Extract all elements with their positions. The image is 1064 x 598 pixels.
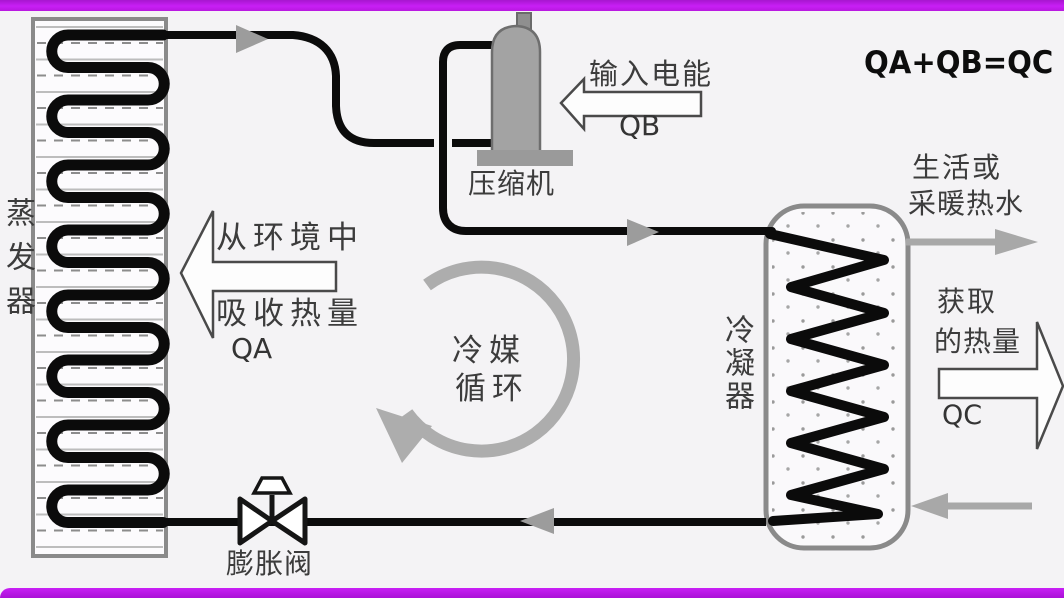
expansion-valve-label: 膨胀阀: [226, 547, 314, 580]
absorbed-heat-symbol: QA: [231, 332, 273, 365]
condenser-coil: [765, 229, 889, 526]
cycle-label-line1: 冷媒: [452, 333, 526, 369]
flow-arrowhead-middle: [627, 219, 659, 246]
cycle-label-line2: 循环: [455, 371, 529, 407]
top-border-bar: [0, 0, 1064, 11]
hot-water-outlet-arrowhead: [995, 229, 1038, 255]
discharge-pipe: [439, 41, 776, 235]
valve-cap: [251, 476, 293, 495]
valve-left-triangle: [237, 496, 275, 546]
gained-heat-line2: 的热量: [934, 325, 1022, 358]
absorbed-heat-line2: 吸收热量: [216, 296, 364, 332]
hot-water-line1: 生活或: [912, 151, 1003, 184]
valve-right-triangle: [269, 496, 308, 546]
bottom-border-bar: [0, 588, 1064, 598]
condenser-label: 冷凝器: [719, 314, 754, 413]
gained-heat-line1: 获取: [937, 285, 998, 318]
cycle-arrowhead: [376, 408, 432, 463]
energy-equation: QA+QB=QC: [864, 45, 1054, 81]
gained-heat-symbol: QC: [942, 400, 983, 431]
cycle-arc: [401, 260, 581, 458]
flow-arrowhead-bottom: [520, 508, 554, 534]
compressor-body: [490, 24, 542, 154]
suction-pipe: [159, 31, 498, 147]
absorbed-heat-line1: 从环境中: [216, 220, 364, 256]
water-inlet-arrowhead: [911, 493, 948, 519]
gained-heat-arrow: [937, 321, 1064, 450]
input-energy-arrow: [559, 75, 703, 133]
absorbed-heat-arrow: [179, 210, 338, 339]
flow-arrowhead-top: [236, 25, 268, 53]
evaporator-label: 蒸发器: [0, 197, 35, 329]
evaporator-coil: [46, 29, 170, 528]
input-energy-label: 输入电能: [589, 57, 714, 91]
hot-water-line2: 采暖热水: [908, 187, 1025, 220]
input-energy-symbol: QB: [619, 109, 661, 142]
compressor-label: 压缩机: [468, 167, 556, 200]
compressor-base: [477, 150, 573, 166]
